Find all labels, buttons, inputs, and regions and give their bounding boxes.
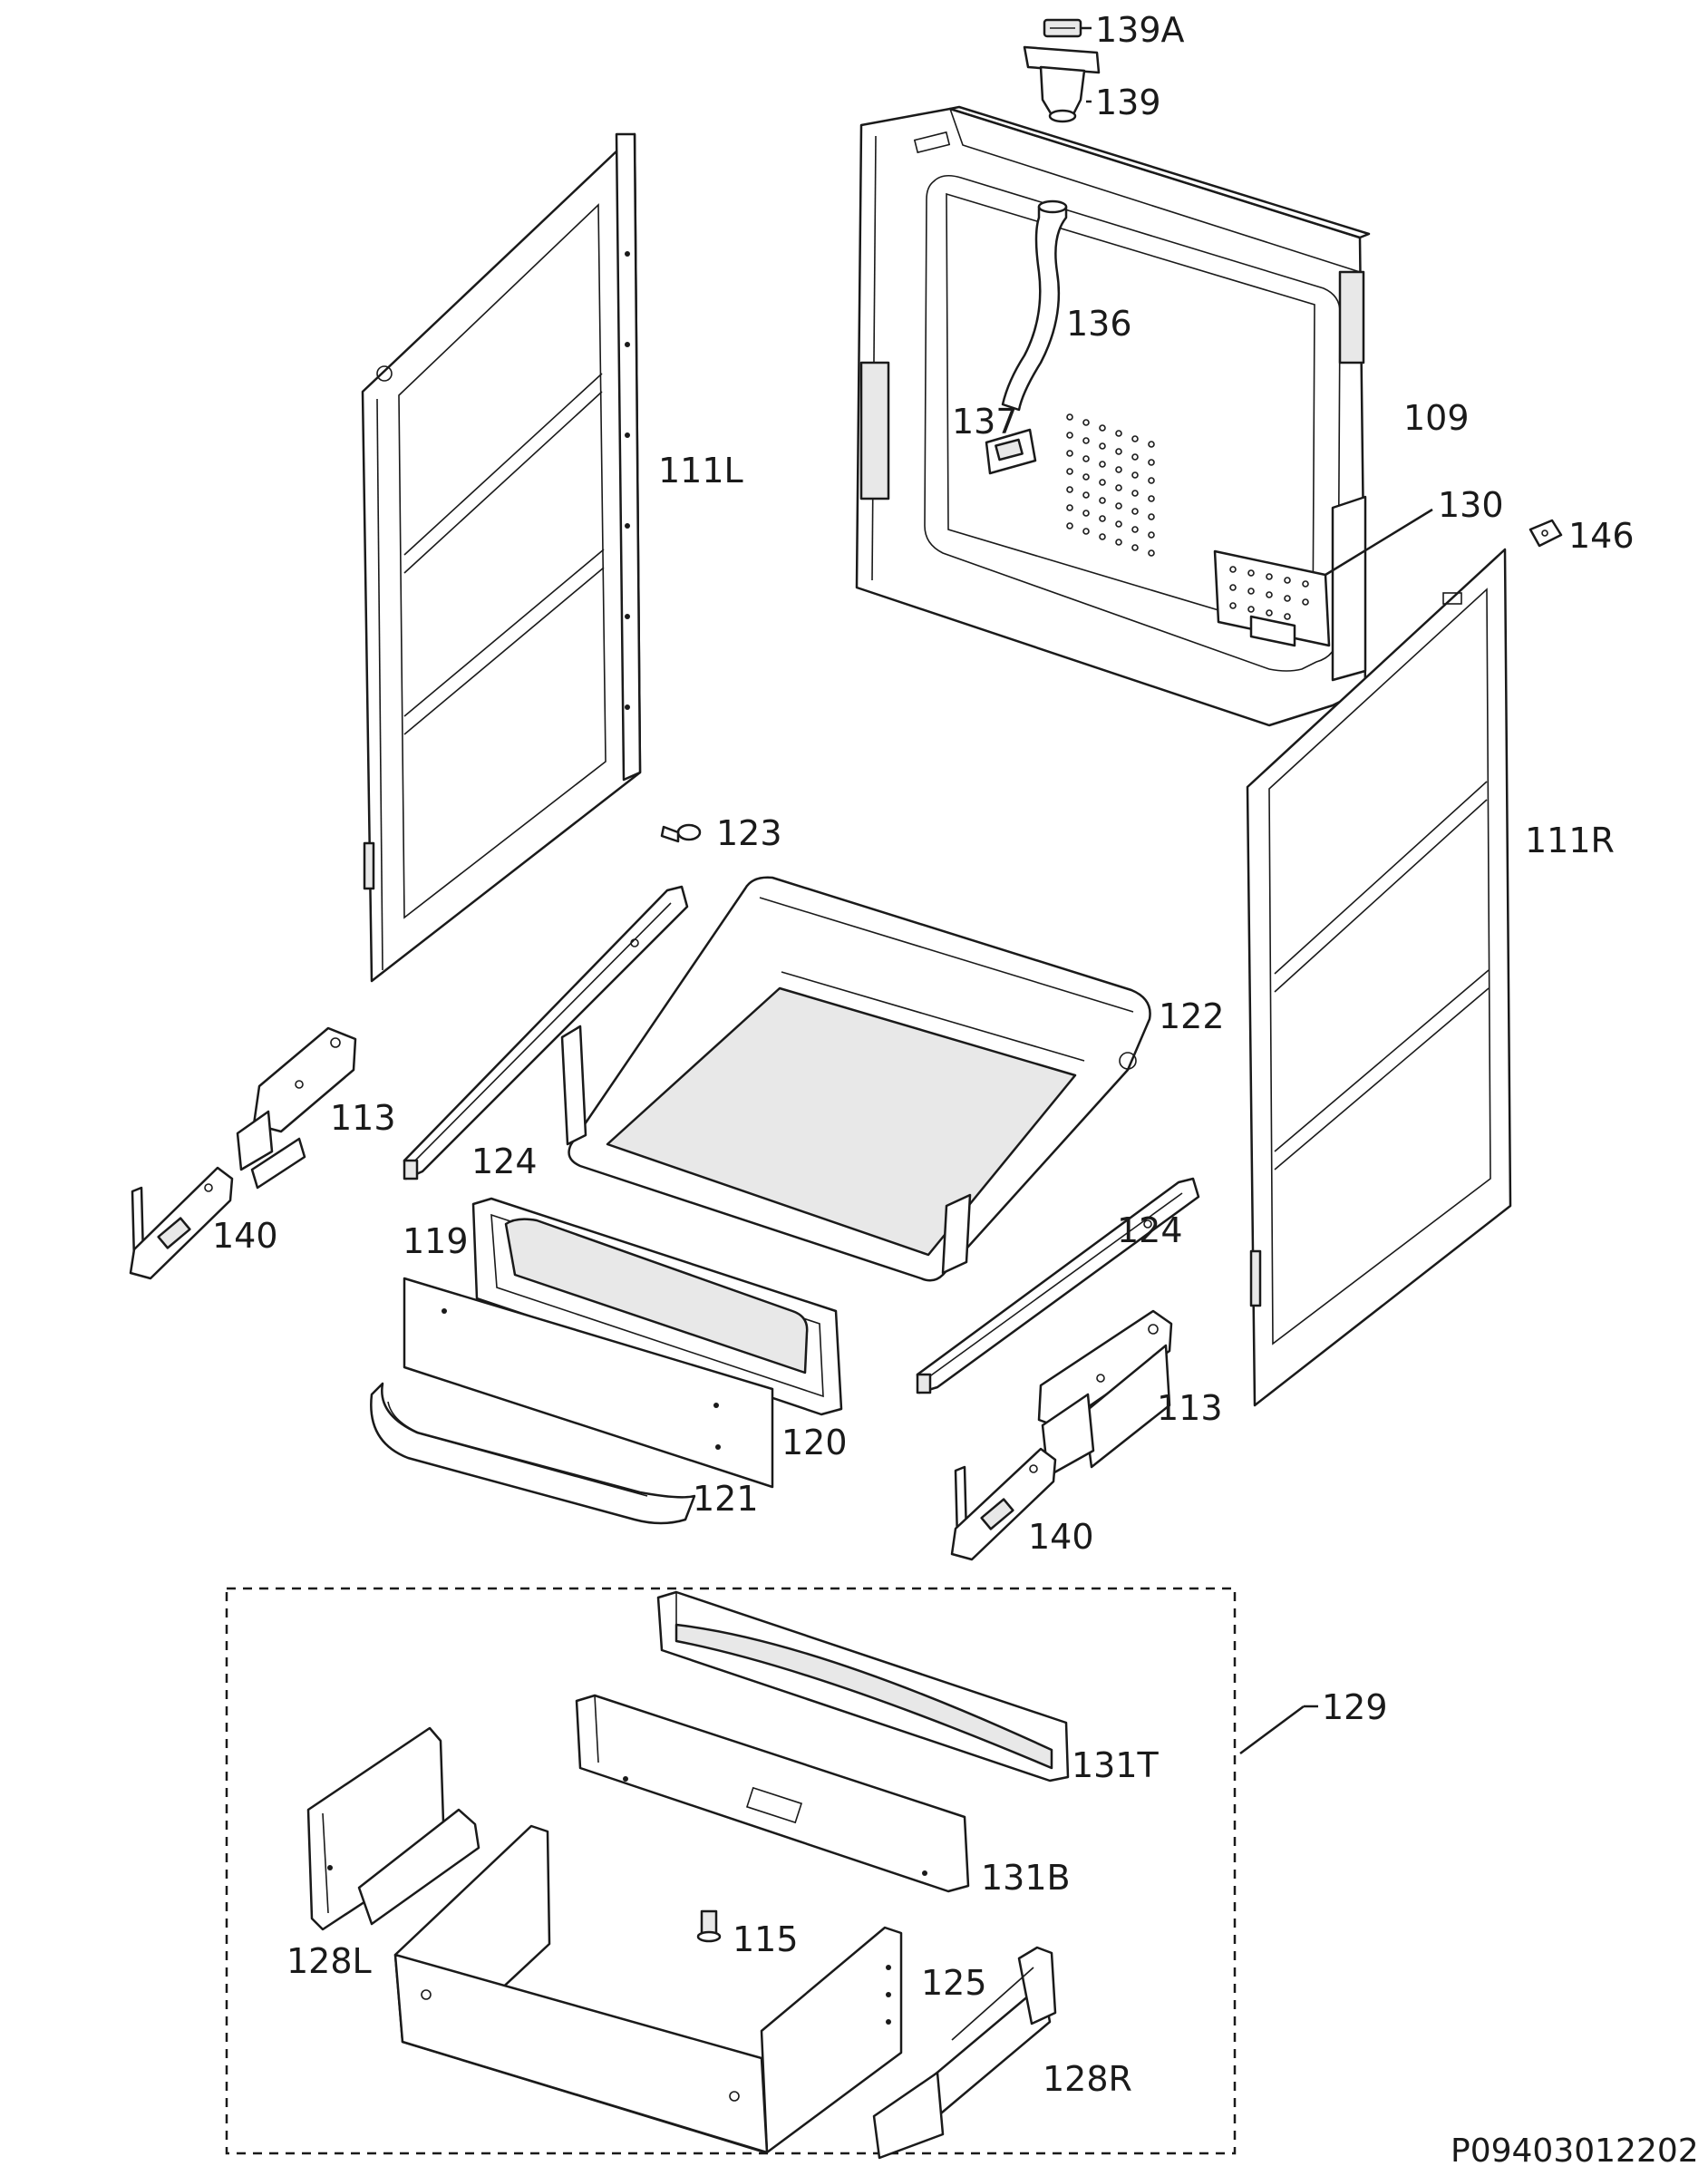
- label-113-left: 113: [330, 1098, 396, 1138]
- document-id: P09403012202: [1451, 2132, 1699, 2170]
- part-124-left-rail: [403, 885, 689, 1180]
- part-140-right-hinge: [950, 1447, 1057, 1561]
- part-136-hose: [1001, 199, 1068, 412]
- part-123-screw: [660, 823, 702, 843]
- label-130: 130: [1438, 485, 1504, 525]
- label-137: 137: [952, 402, 1018, 442]
- part-115-leveling-foot: [696, 1909, 722, 1943]
- label-131b: 131B: [981, 1858, 1071, 1898]
- part-137-seal: [985, 428, 1037, 475]
- label-139a: 139A: [1095, 10, 1185, 50]
- label-131t: 131T: [1072, 1745, 1160, 1785]
- part-140-left-hinge: [129, 1166, 234, 1280]
- label-129: 129: [1322, 1687, 1388, 1727]
- part-130-cover-plate: [1213, 549, 1331, 647]
- part-119-drawer-inner-frame: [471, 1197, 843, 1416]
- label-123: 123: [716, 813, 782, 853]
- part-139-vent-duct: [1023, 45, 1101, 123]
- part-124-right-rail: [916, 1177, 1200, 1394]
- part-113-left-hinge-bracket: [236, 1026, 357, 1190]
- label-113-right: 113: [1157, 1388, 1223, 1428]
- label-121: 121: [693, 1479, 759, 1519]
- label-111r: 111R: [1525, 821, 1615, 860]
- label-140-left: 140: [212, 1216, 278, 1256]
- label-140-right: 140: [1028, 1517, 1094, 1557]
- part-122-drawer-tray: [560, 876, 1151, 1282]
- part-131b-bottom-trim: [575, 1694, 970, 1893]
- label-146: 146: [1568, 516, 1635, 556]
- label-115: 115: [733, 1919, 799, 1959]
- part-125-plinth-frame: [393, 1824, 903, 2154]
- leader-129: [1239, 1705, 1305, 1755]
- part-129-kit-boundary: [225, 1587, 1237, 2155]
- label-111l: 111L: [658, 451, 743, 491]
- label-128r: 128R: [1043, 2059, 1132, 2099]
- label-128l: 128L: [286, 1941, 372, 1981]
- part-121-drawer-handle: [370, 1382, 696, 1525]
- label-109: 109: [1403, 398, 1470, 438]
- label-119: 119: [403, 1221, 469, 1261]
- part-128r-right-plinth-rail: [872, 1946, 1057, 2160]
- part-111r-right-side-panel: [1246, 548, 1512, 1407]
- part-146-clip: [1528, 519, 1563, 548]
- label-124-left: 124: [471, 1141, 538, 1181]
- part-120-drawer-front-panel: [403, 1277, 774, 1489]
- part-111l-left-side-panel: [361, 132, 642, 983]
- part-139a-vent-cap: [1043, 18, 1082, 38]
- part-113-right-hinge-bracket: [1037, 1309, 1173, 1478]
- label-139: 139: [1095, 83, 1161, 122]
- label-120: 120: [781, 1423, 848, 1462]
- part-128l-left-plinth-rail: [306, 1726, 480, 1931]
- leader-130: [1325, 508, 1433, 577]
- label-136: 136: [1066, 304, 1132, 344]
- label-124-right: 124: [1117, 1210, 1183, 1250]
- label-122: 122: [1159, 996, 1225, 1036]
- part-131t-top-trim: [656, 1590, 1070, 1783]
- label-125: 125: [921, 1963, 987, 2003]
- vent-hole-grid: [1066, 413, 1155, 557]
